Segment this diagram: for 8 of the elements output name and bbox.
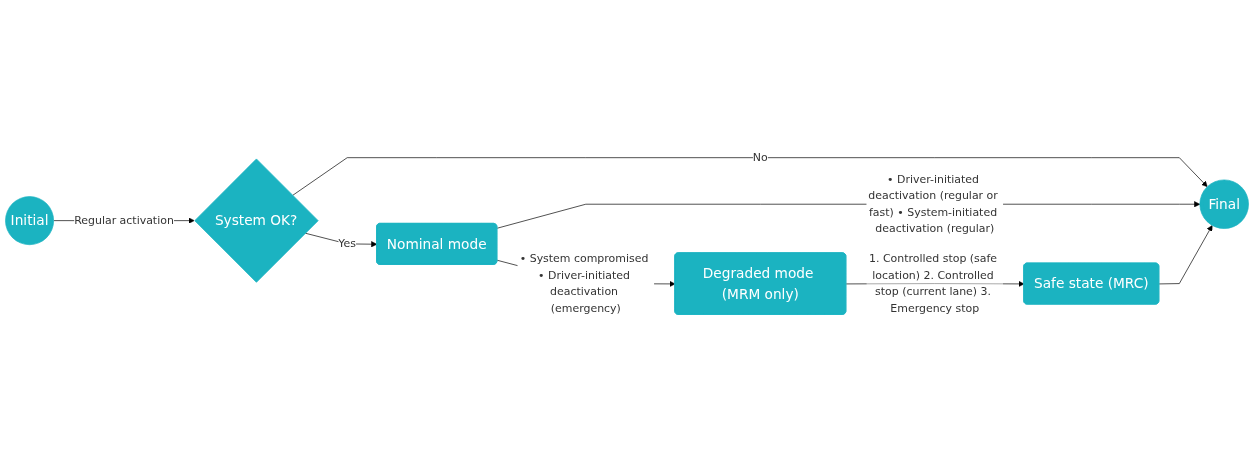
edge-label: No — [752, 150, 768, 164]
edge-label: Regular activation — [74, 213, 174, 227]
edge-label: 1. Controlled stop (safe location) 2. Controlled stop (current lane) 3. Emergency stop — [868, 251, 998, 314]
edge-label: Yes — [338, 236, 357, 250]
edge-label: • Driver-initiated deactivation (regular or fast) • System-initiated deactivation (regular) — [868, 172, 998, 235]
edge-label: • System compromised • Driver-initiated deactivation (emergency) — [519, 251, 649, 314]
node-diamond: System OK? — [194, 158, 319, 283]
node-circle: Initial — [5, 195, 54, 245]
